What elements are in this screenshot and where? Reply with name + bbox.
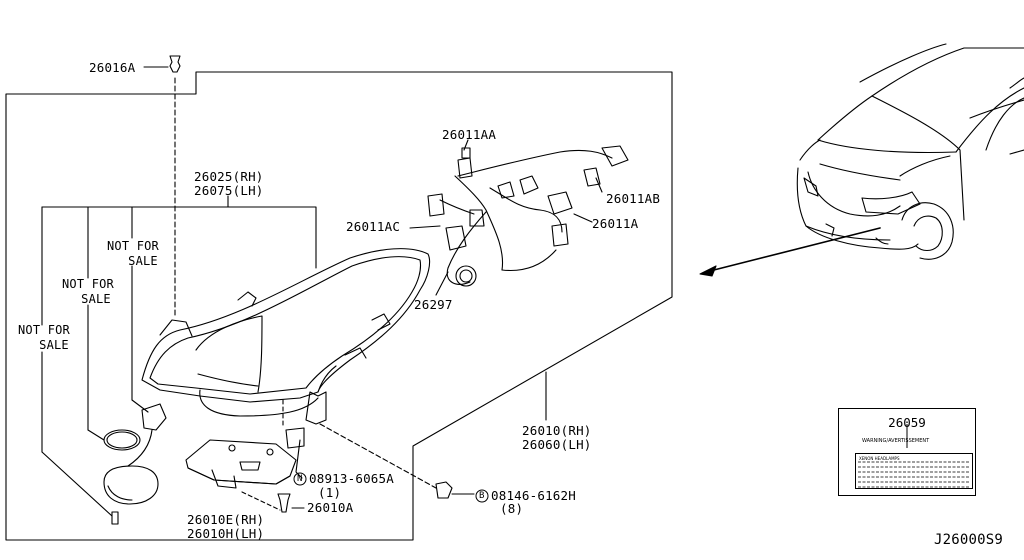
part-label-26010A: 26010A xyxy=(307,500,354,515)
part-label-08146: 08146-6162H xyxy=(491,488,576,503)
vehicle-illustration xyxy=(796,43,1024,260)
warning-label-card: 26059 WARNING/AVERTISSEMENT XENON HEADLA… xyxy=(838,408,976,496)
part-label-26010: 26010(RH) xyxy=(522,423,592,438)
headlamp-assembly xyxy=(141,248,431,449)
not-for-sale-note-2: NOT FOR SALE xyxy=(62,277,114,306)
part-label-26059: 26059 xyxy=(888,415,926,430)
warning-card-lines xyxy=(858,461,970,488)
part-label-26011A: 26011A xyxy=(592,216,639,231)
not-for-sale-note-3: NOT FOR SALE xyxy=(18,323,70,352)
igniter-parts xyxy=(103,403,167,525)
part-label-26011AC: 26011AC xyxy=(346,219,401,234)
part-label-26010E: 26010E(RH) xyxy=(187,512,265,527)
part-label-26011AA: 26011AA xyxy=(442,127,497,142)
part-label-26025: 26025(RH) xyxy=(194,169,264,184)
diagram-code: J26000S9 xyxy=(934,532,1004,548)
part-label-26075: 26075(LH) xyxy=(194,183,264,198)
part-label-26016A: 26016A xyxy=(89,60,136,75)
warning-label-box: WARNING/AVERTISSEMENT XENON HEADLAMPS xyxy=(855,438,973,489)
part-qty-08146: (8) xyxy=(500,501,524,516)
part-label-08913: 08913-6065A xyxy=(309,471,394,486)
part-label-26297: 26297 xyxy=(414,297,453,312)
symbol-n: N xyxy=(297,474,303,484)
warning-label-title: WARNING/AVERTISSEMENT xyxy=(862,438,930,444)
ballast-module xyxy=(185,439,297,489)
part-label-26010H: 26010H(LH) xyxy=(187,526,265,541)
assembly-outline xyxy=(5,71,673,541)
nfs-bracket xyxy=(41,206,317,269)
symbol-b: B xyxy=(479,491,485,501)
wiring-harness xyxy=(427,145,629,287)
part-qty-08913: (1) xyxy=(318,485,342,500)
not-for-sale-note-1: NOT FOR SALE xyxy=(107,239,159,268)
part-label-26060: 26060(LH) xyxy=(522,437,592,452)
warning-label-subtitle: XENON HEADLAMPS xyxy=(859,456,900,461)
part-label-26011AB: 26011AB xyxy=(606,191,661,206)
